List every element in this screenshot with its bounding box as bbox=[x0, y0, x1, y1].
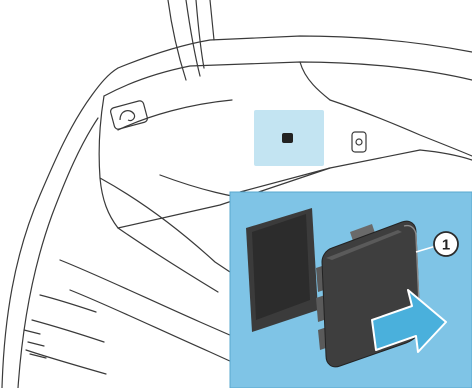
trim-opening bbox=[246, 208, 318, 332]
cover-location-highlight bbox=[254, 110, 324, 166]
callout-1: 1 bbox=[434, 232, 458, 256]
callout-number: 1 bbox=[442, 237, 450, 254]
trunk-latch-icon bbox=[352, 132, 366, 152]
